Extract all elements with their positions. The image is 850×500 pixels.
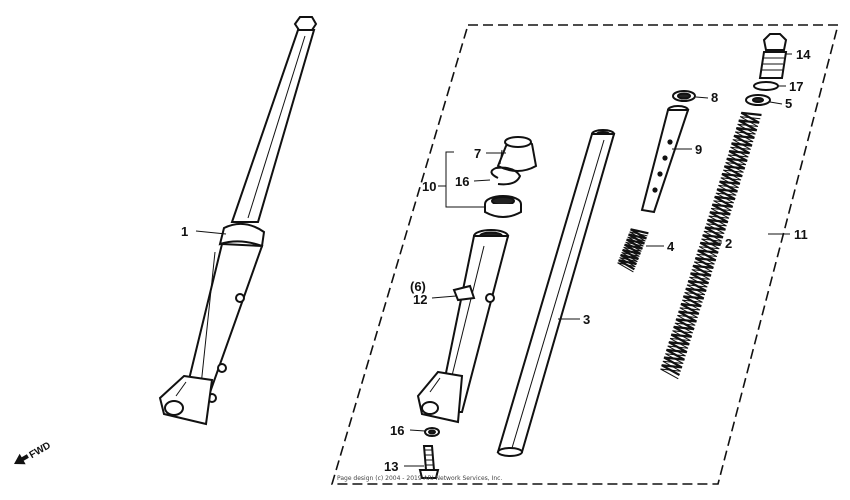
callout-12: 12 (413, 292, 427, 307)
callout-11: 11 (794, 227, 808, 242)
fork-assembly-part[interactable] (158, 16, 318, 426)
callout-17: 17 (789, 79, 803, 94)
oil-seal-part[interactable] (484, 195, 522, 218)
callout-4: 4 (667, 239, 675, 254)
callout-14: 14 (796, 47, 811, 62)
callout-1: 1 (181, 224, 188, 239)
callout-13: 13 (384, 459, 398, 474)
dust-seal-part[interactable] (496, 136, 538, 172)
callout-10: 10 (422, 179, 436, 194)
spring-coil (618, 228, 649, 271)
callout-3: 3 (583, 312, 590, 327)
circlip-part[interactable] (490, 166, 522, 186)
fwd-label: FWD (28, 440, 53, 461)
spring-seat-part[interactable] (745, 94, 771, 106)
callout-2: 2 (725, 236, 732, 251)
callout-8: 8 (711, 90, 718, 105)
callout-7: 7 (474, 146, 481, 161)
forward-arrow-icon (14, 453, 29, 465)
spring-coil-back (617, 231, 648, 273)
socket-bolt-part[interactable] (418, 445, 440, 479)
spring-coil-back (660, 116, 761, 380)
callout-16-upper: 16 (455, 174, 469, 189)
washer-part[interactable] (424, 427, 440, 437)
fork-bolt-part[interactable] (758, 33, 788, 79)
copyright-note: Page design (c) 2004 - 2019 ARI Network … (337, 475, 502, 482)
leader-lines (195, 53, 792, 467)
damper-piece-part[interactable] (640, 105, 690, 214)
piston-ring-part[interactable] (672, 90, 696, 102)
fork-spring-part[interactable] (660, 111, 762, 380)
callout-5: 5 (785, 96, 792, 111)
fork-pipe-part[interactable] (496, 129, 616, 457)
callout-6: (6) (410, 279, 426, 294)
callout-16-lower: 16 (390, 423, 404, 438)
forward-direction-indicator: FWD (14, 440, 53, 465)
fork-slider-part[interactable] (416, 229, 510, 424)
o-ring-part[interactable] (753, 81, 779, 91)
assembly-boundary (330, 24, 840, 485)
callout-9: 9 (695, 142, 702, 157)
rebound-spring-part[interactable] (617, 228, 649, 273)
spring-coil (661, 111, 762, 376)
